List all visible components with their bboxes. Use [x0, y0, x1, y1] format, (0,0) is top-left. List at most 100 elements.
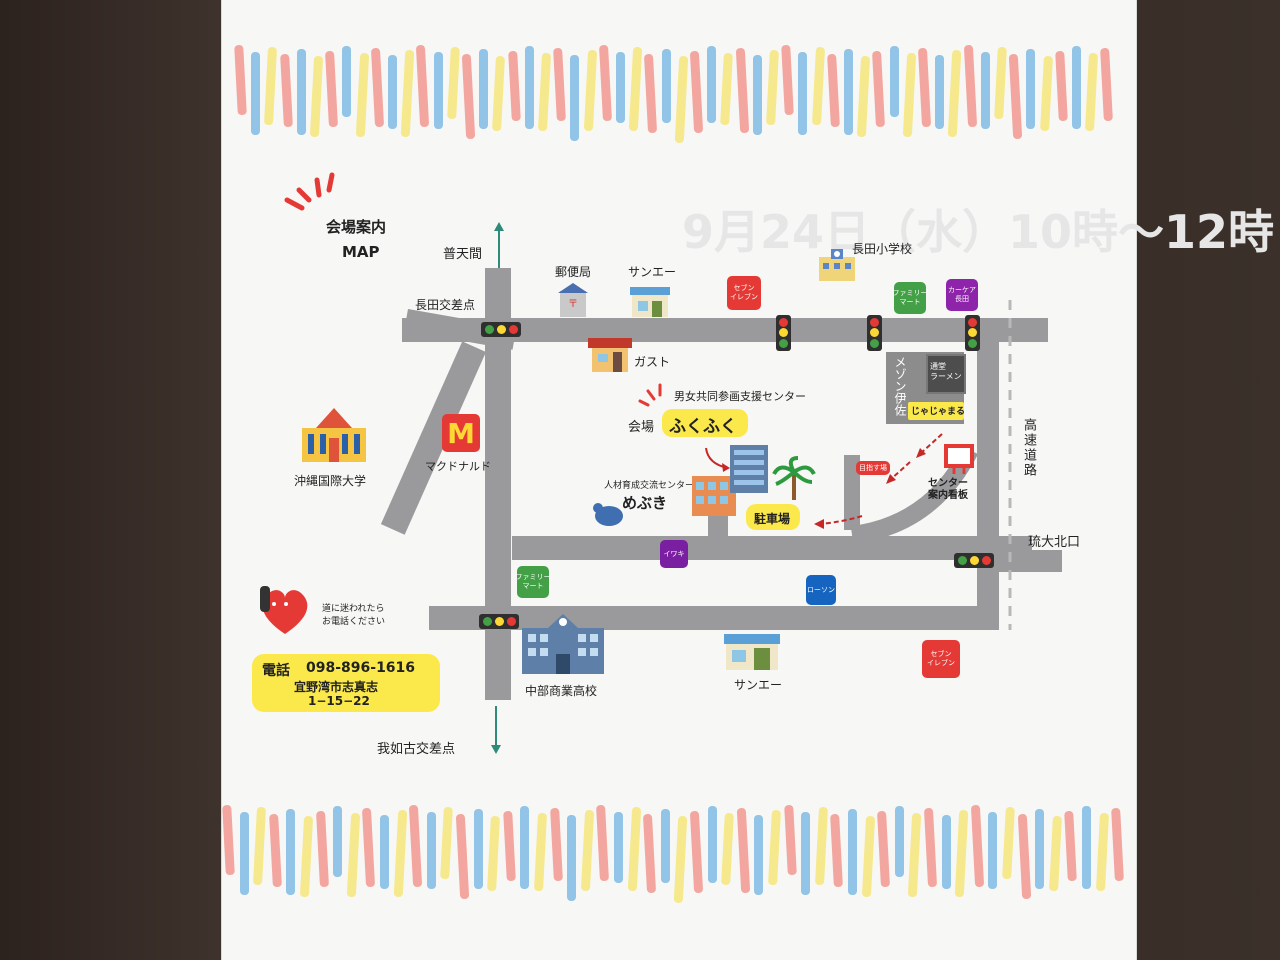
phone-number[interactable]: 098-896-1616: [306, 660, 416, 676]
stripe-mark: [537, 52, 552, 132]
center-sign-icon: [944, 444, 974, 474]
phone-heart-mascot-icon: [260, 586, 308, 634]
road-right-east: [992, 550, 1062, 572]
mcdonalds-icon[interactable]: M: [442, 414, 480, 452]
stripe-mark: [473, 809, 483, 889]
stripe-mark: [553, 47, 567, 122]
stripe-mark: [1085, 52, 1099, 132]
familymart-top-label: ファミリー マート: [892, 289, 928, 306]
road-middle-horizontal: [512, 536, 1032, 560]
venue-name: ふくふく: [669, 417, 737, 437]
stripe-mark: [1035, 809, 1045, 889]
stripe-mark: [524, 46, 534, 129]
stripe-mark: [409, 804, 423, 888]
stripe-mark: [583, 49, 597, 132]
stripe-mark: [908, 812, 922, 898]
seven-eleven-top[interactable]: セブン イレブン: [727, 276, 761, 310]
nagata-school-label: 長田小学校: [852, 242, 913, 256]
mokuteki-sign-label: 目指す場: [859, 463, 887, 472]
stripe-mark: [1072, 46, 1081, 129]
stripe-mark: [826, 53, 840, 128]
sanei-top-label: サンエー: [628, 265, 677, 279]
stripe-mark: [342, 46, 352, 117]
mcdonalds-label: マクドナルド: [425, 460, 491, 473]
stripe-mark: [994, 46, 1007, 120]
stripe-mark: [279, 53, 293, 128]
stripe-mark: [333, 806, 343, 877]
seven-eleven-bottom-label: セブン イレブン: [927, 650, 955, 667]
stripe-mark: [296, 49, 306, 135]
address-line2: 1−15−22: [308, 694, 370, 708]
north-arrow-icon: [494, 222, 504, 270]
stripe-mark: [768, 809, 781, 886]
iwaki-store[interactable]: イワキ: [660, 540, 688, 568]
stripe-mark: [643, 813, 657, 894]
sanei-bottom-label: サンエー: [734, 678, 783, 692]
lawson-store[interactable]: ローソン: [806, 575, 836, 605]
seven-eleven-top-label: セブン イレブン: [730, 284, 758, 301]
road-bottom-horizontal: [429, 606, 999, 630]
stripe-mark: [440, 806, 454, 880]
stripe-mark: [567, 815, 577, 901]
center-sign-label: センター 案内看板: [928, 478, 968, 501]
stripe-mark: [781, 44, 795, 116]
mebuki-building-icon: [692, 476, 736, 516]
bottom-stripe-decoration: [222, 804, 1136, 904]
stripe-mark: [570, 55, 580, 141]
traffic-light-nagata: [481, 322, 521, 337]
stripe-mark: [627, 806, 641, 892]
stripe-mark: [1039, 55, 1053, 132]
stripe-mark: [844, 49, 853, 135]
map-title: 会場案内: [326, 218, 387, 236]
stripe-mark: [580, 809, 594, 892]
stripe-mark: [416, 44, 430, 128]
stripe-mark: [754, 815, 764, 895]
stripe-mark: [533, 812, 548, 892]
stripe-mark: [628, 46, 643, 132]
stripe-mark: [222, 804, 235, 876]
parking-label: 駐車場: [754, 512, 791, 526]
south-arrow-icon: [491, 706, 501, 754]
stripe-mark: [325, 50, 339, 128]
seven-eleven-bottom[interactable]: セブン イレブン: [922, 640, 960, 678]
stripe-mark: [315, 810, 329, 888]
stripe-mark: [268, 813, 282, 888]
stripe-mark: [507, 50, 521, 122]
familymart-bottom[interactable]: ファミリー マート: [516, 566, 551, 598]
stripe-mark: [848, 809, 857, 895]
stripe-mark: [661, 49, 671, 123]
carecare-nagata[interactable]: カーケア 長田: [946, 279, 978, 311]
stripe-mark: [801, 812, 811, 895]
address-line1: 宜野湾市志真志: [294, 680, 379, 694]
sanei-bottom-icon: [724, 634, 780, 670]
stripe-mark: [346, 812, 360, 898]
stripe-mark: [309, 55, 324, 138]
carecare-label: カーケア 長田: [948, 286, 976, 303]
stripe-mark: [720, 52, 734, 126]
university-label: 沖縄国際大学: [294, 474, 367, 488]
stripe-mark: [660, 809, 670, 883]
familymart-top[interactable]: ファミリー マート: [892, 282, 928, 314]
nagata-intersection-label: 長田交差点: [415, 298, 476, 312]
stripe-mark: [393, 809, 407, 898]
stripe-mark: [970, 804, 984, 888]
nagata-school-icon: [819, 249, 855, 281]
highway-label: 高速道路: [1021, 418, 1036, 478]
stripe-mark: [917, 47, 932, 128]
stripe-mark: [689, 810, 704, 894]
stripe-mark: [461, 53, 476, 140]
traffic-light-top-1: [776, 315, 791, 351]
stripe-mark: [1095, 812, 1109, 892]
stripe-mark: [948, 49, 962, 138]
stripe-mark: [752, 55, 762, 135]
stripe-mark: [286, 809, 296, 895]
stripe-mark: [239, 812, 249, 895]
stripe-mark: [736, 807, 751, 894]
stripe-mark: [877, 810, 891, 888]
stripe-mark: [520, 806, 530, 889]
sparkle-icon: [284, 172, 335, 211]
stripe-mark: [446, 46, 460, 120]
stripe-mark: [798, 52, 808, 135]
ryudai-label: 琉大北口: [1028, 535, 1081, 550]
stripe-mark: [830, 813, 844, 888]
